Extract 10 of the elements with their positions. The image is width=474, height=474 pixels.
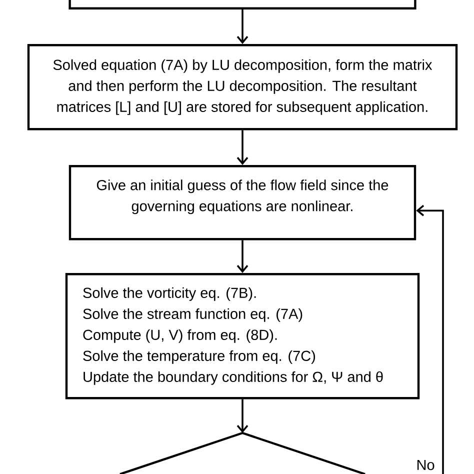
arrow	[236, 240, 248, 273]
arrow	[416, 204, 444, 474]
process-box: Give an initial guess of the flow field since the governing equations are nonlinear.	[68, 165, 416, 240]
arrow	[236, 399, 248, 433]
process-box: Solve the vorticity eq. (7B). Solve the stream function eq. (7A) Compute (U, V) from eq. (8D). Solve the temperature from eq. (7C) Update the boundary conditions for Ω, Ψ and θ	[65, 273, 420, 400]
arrow	[236, 130, 248, 165]
process-box: Solved equation (7A) by LU decomposition, form the matrix and then perform the LU decomposition. The resultant matrices [L] and [U] are stored for subsequent application.	[27, 44, 458, 130]
edge-label: No	[415, 458, 436, 472]
arrow	[236, 8, 248, 44]
process-box	[68, 0, 416, 10]
